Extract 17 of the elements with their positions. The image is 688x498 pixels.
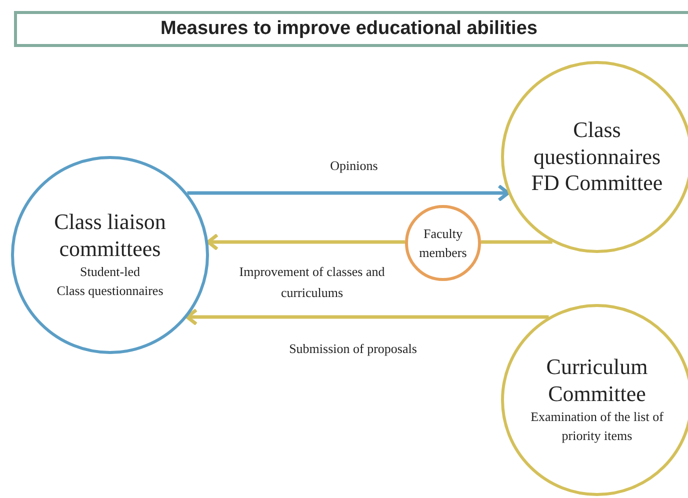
node-text: Examination of the list of priority items	[530, 408, 664, 446]
node-heading: Faculty members	[418, 224, 468, 262]
arrow	[206, 233, 406, 251]
title-text: Measures to improve educational abilities	[160, 18, 538, 40]
node-text: Student-led	[80, 262, 140, 281]
node-heading: Curriculum Committee	[545, 354, 649, 407]
connector-line	[480, 240, 552, 244]
circle-node	[405, 205, 481, 281]
circle-node	[11, 156, 209, 354]
arrow	[185, 308, 549, 326]
node-text: Class questionnaires	[56, 282, 164, 300]
node-heading: Class liaison committees	[53, 209, 167, 262]
circle-node	[501, 61, 688, 253]
circle-node	[501, 304, 688, 496]
node-text: FD Committee	[531, 170, 663, 197]
node-heading: Class questionnaires	[532, 117, 662, 170]
arrow	[187, 184, 510, 202]
